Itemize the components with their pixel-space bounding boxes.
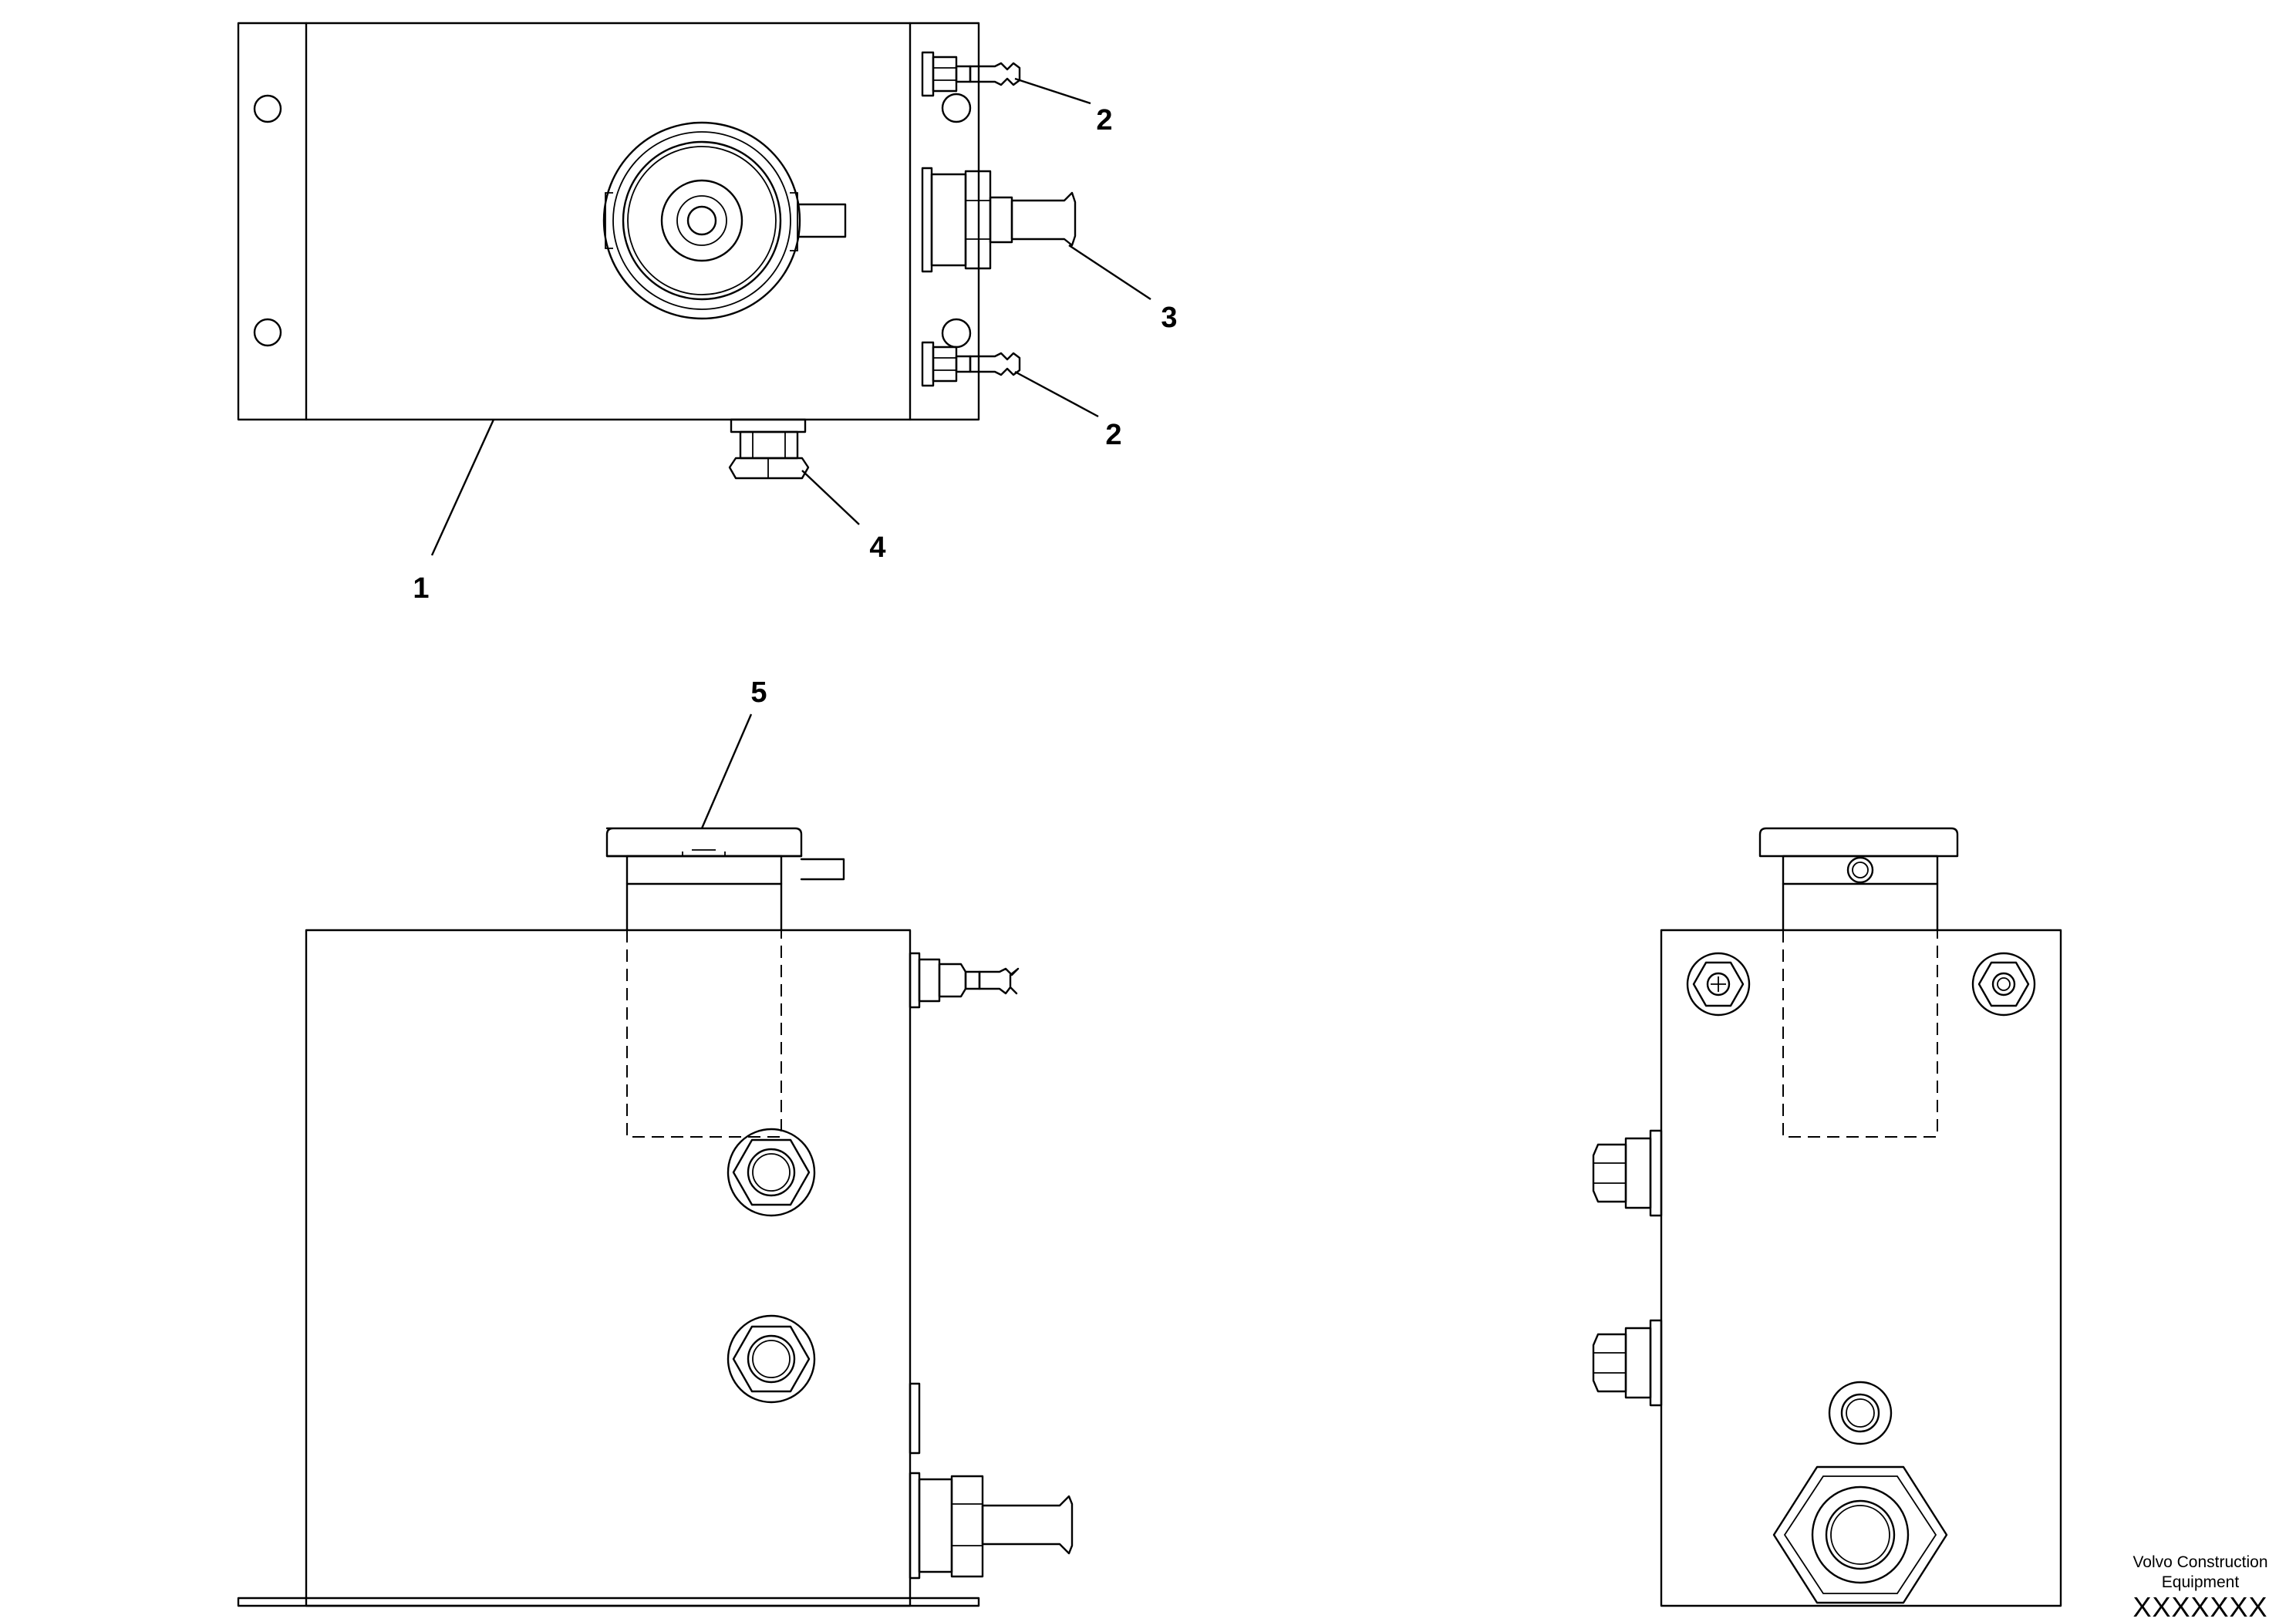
drawing-code: XXXXXXX	[2132, 1591, 2267, 1622]
callout-5: 5	[750, 676, 767, 709]
sight-port-upper	[727, 1128, 816, 1217]
side-fitting-lower	[1592, 1319, 1663, 1407]
tank-body-rear	[1660, 929, 2062, 1607]
outlet-fitting-rear	[1772, 1465, 1948, 1604]
filler-cap-top-view	[602, 121, 847, 320]
callout-2-upper: 2	[1096, 104, 1112, 137]
bolt-left	[1686, 952, 1751, 1017]
brand-line-1: Volvo Construction	[2132, 1553, 2267, 1571]
callout-4: 4	[869, 531, 885, 564]
tank-body-side	[237, 929, 980, 1607]
drain-plug	[728, 418, 810, 480]
footer: Volvo Construction Equipment XXXXXXX	[2132, 1553, 2267, 1622]
tank-body-top	[237, 22, 980, 421]
leader-4	[801, 470, 860, 525]
leader-2a	[1014, 77, 1091, 105]
sight-port-lower	[727, 1314, 816, 1404]
filler-cap-rear	[1758, 827, 1959, 1138]
callouts: 1 2 3 2 4 5	[413, 104, 1177, 709]
side-fitting-upper	[1592, 1129, 1663, 1217]
callout-2-lower: 2	[1105, 419, 1121, 451]
leader-3	[1068, 244, 1151, 301]
hose-barb-lower	[921, 318, 1021, 387]
callout-3: 3	[1161, 302, 1177, 334]
filler-cap-side	[605, 827, 845, 1138]
top-view	[237, 22, 1151, 556]
mounting-hole-bottom	[253, 318, 282, 347]
hose-spigot-center	[921, 167, 1077, 273]
brand-line-2: Equipment	[2162, 1573, 2240, 1591]
mounting-hole-top	[253, 94, 282, 123]
rear-view	[1592, 827, 2062, 1607]
leader-5	[700, 713, 753, 829]
hose-barb-upper	[921, 51, 1021, 123]
hose-spigot-side	[909, 1472, 1074, 1580]
hose-barb-side	[909, 952, 1020, 1009]
bolt-right	[1971, 952, 2036, 1017]
side-view	[237, 713, 1074, 1607]
callout-1: 1	[413, 572, 429, 605]
leader-1	[430, 419, 495, 556]
leader-2b	[1014, 370, 1099, 418]
sight-plug-rear	[1828, 1381, 1893, 1445]
